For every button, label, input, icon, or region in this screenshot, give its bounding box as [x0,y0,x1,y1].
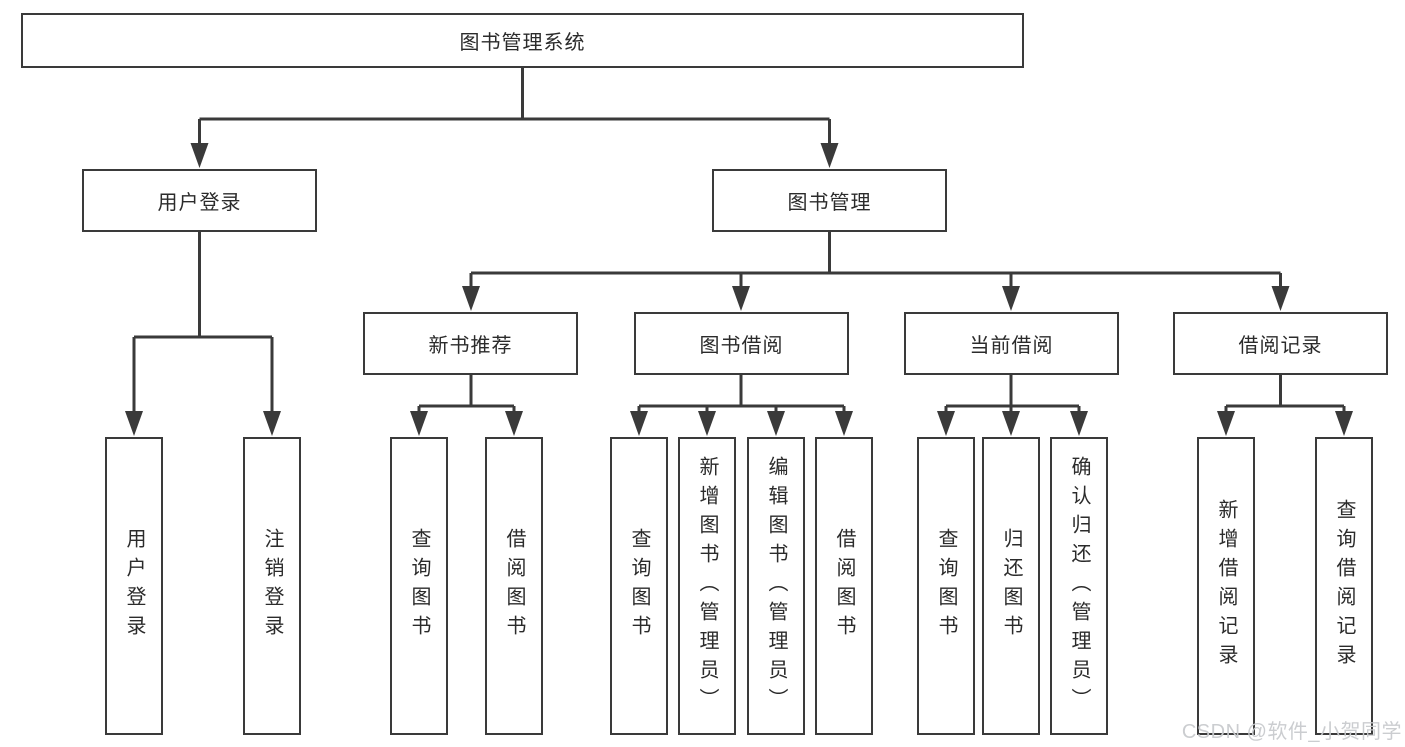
node-user-login: 用户登录 [82,169,317,232]
leaf-add-borrow-record-label: 新增借阅记录 [1215,499,1237,673]
leaf-query-books-borrow-label: 查询图书 [628,528,650,644]
node-new-book-recommend-label: 新书推荐 [428,335,513,357]
leaf-query-books-current: 查询图书 [917,437,975,735]
node-root-label: 图书管理系统 [459,32,586,54]
leaf-add-book-admin-label: 新增图书（管理员） [696,455,718,717]
leaf-add-borrow-record: 新增借阅记录 [1197,437,1255,735]
node-new-book-recommend: 新书推荐 [363,312,578,375]
leaf-borrow-books-recommend: 借阅图书 [485,437,543,735]
leaf-add-book-admin: 新增图书（管理员） [678,437,736,735]
leaf-borrow-books-label: 借阅图书 [833,528,855,644]
node-book-borrow: 图书借阅 [634,312,849,375]
leaf-confirm-return-admin: 确认归还（管理员） [1050,437,1108,735]
csdn-watermark: CSDN @软件_小贺同学 [1181,721,1402,743]
leaf-borrow-books: 借阅图书 [815,437,873,735]
node-current-borrow-label: 当前借阅 [969,335,1054,357]
leaf-query-books-current-label: 查询图书 [935,528,957,644]
leaf-query-books-recommend-label: 查询图书 [408,528,430,644]
leaf-logout-label: 注销登录 [261,528,283,644]
node-current-borrow: 当前借阅 [904,312,1119,375]
leaf-logout: 注销登录 [243,437,301,735]
node-borrow-records: 借阅记录 [1173,312,1388,375]
node-borrow-records-label: 借阅记录 [1238,335,1323,357]
node-root: 图书管理系统 [21,13,1024,68]
leaf-query-borrow-record: 查询借阅记录 [1315,437,1373,735]
leaf-query-borrow-record-label: 查询借阅记录 [1333,499,1355,673]
leaf-return-book: 归还图书 [982,437,1040,735]
leaf-edit-book-admin: 编辑图书（管理员） [747,437,805,735]
node-user-login-label: 用户登录 [157,192,242,214]
leaf-edit-book-admin-label: 编辑图书（管理员） [765,455,787,717]
node-book-borrow-label: 图书借阅 [699,335,784,357]
node-book-management: 图书管理 [712,169,947,232]
leaf-return-book-label: 归还图书 [1000,528,1022,644]
leaf-query-books-borrow: 查询图书 [610,437,668,735]
leaf-user-login-label: 用户登录 [123,528,145,644]
leaf-borrow-books-recommend-label: 借阅图书 [503,528,525,644]
leaf-query-books-recommend: 查询图书 [390,437,448,735]
leaf-user-login: 用户登录 [105,437,163,735]
node-book-management-label: 图书管理 [787,192,872,214]
leaf-confirm-return-admin-label: 确认归还（管理员） [1068,455,1090,717]
